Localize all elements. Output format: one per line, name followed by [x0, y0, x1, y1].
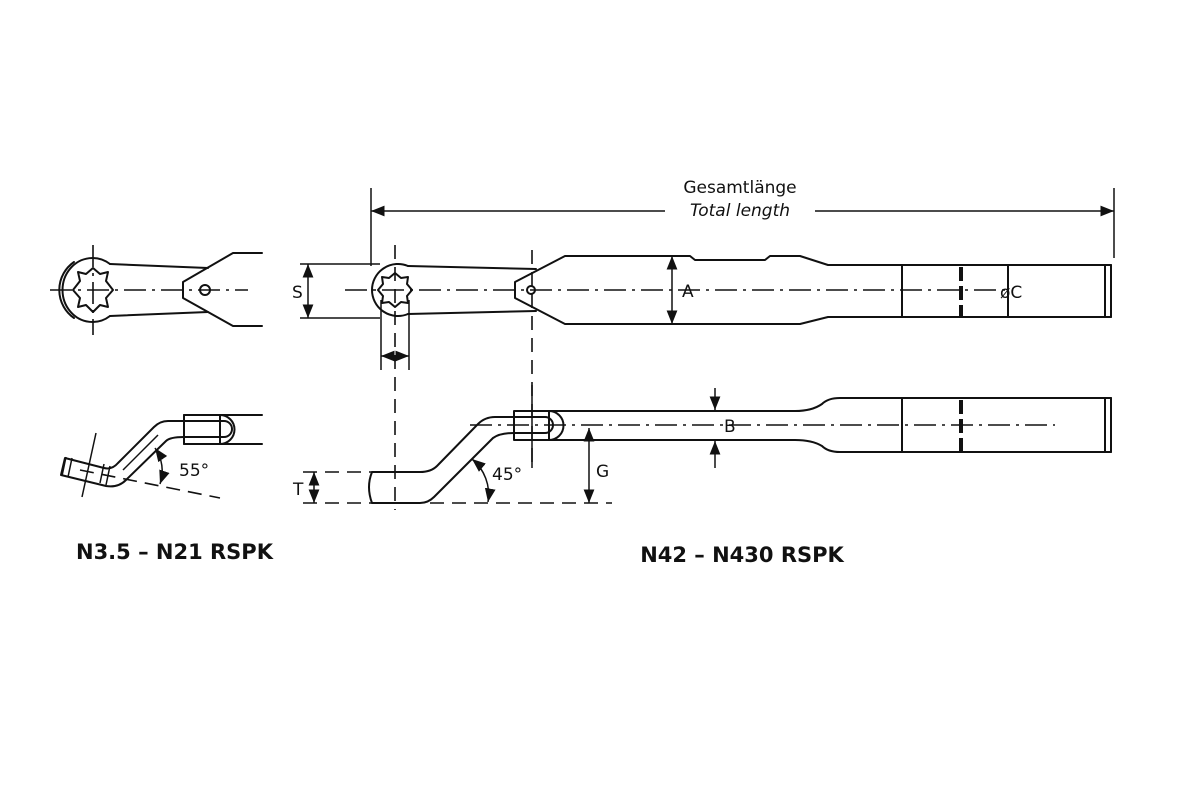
caption-small-model: N3.5 – N21 RSPK [76, 540, 274, 564]
a-label: A [682, 282, 694, 302]
angle-55-label: 55° [179, 461, 209, 481]
large-wrench-side-view [368, 385, 1112, 504]
a-dimension: A [666, 256, 694, 324]
angle-45-label: 45° [492, 465, 522, 485]
b-label: B [724, 417, 736, 437]
c-diameter-label: øC [1000, 283, 1022, 303]
s-label: S [292, 283, 303, 303]
b-dimension: B [709, 388, 736, 468]
small-wrench-side-view: 55° [60, 414, 263, 499]
total-length-label-en: Total length [690, 201, 790, 221]
g-dimension: G [430, 428, 612, 504]
large-wrench-top-view [345, 245, 1112, 510]
t-label: T [292, 480, 304, 500]
g-label: G [596, 462, 609, 482]
caption-large-model: N42 – N430 RSPK [640, 543, 844, 567]
small-wrench-top-view [50, 245, 263, 335]
total-length-label-de: Gesamtlänge [683, 178, 796, 198]
t-dimension: T [292, 471, 372, 504]
total-length-dimension: Gesamtlänge Total length [370, 178, 1115, 266]
angle-45-arc [471, 458, 496, 503]
s-dimension: S [292, 263, 410, 370]
